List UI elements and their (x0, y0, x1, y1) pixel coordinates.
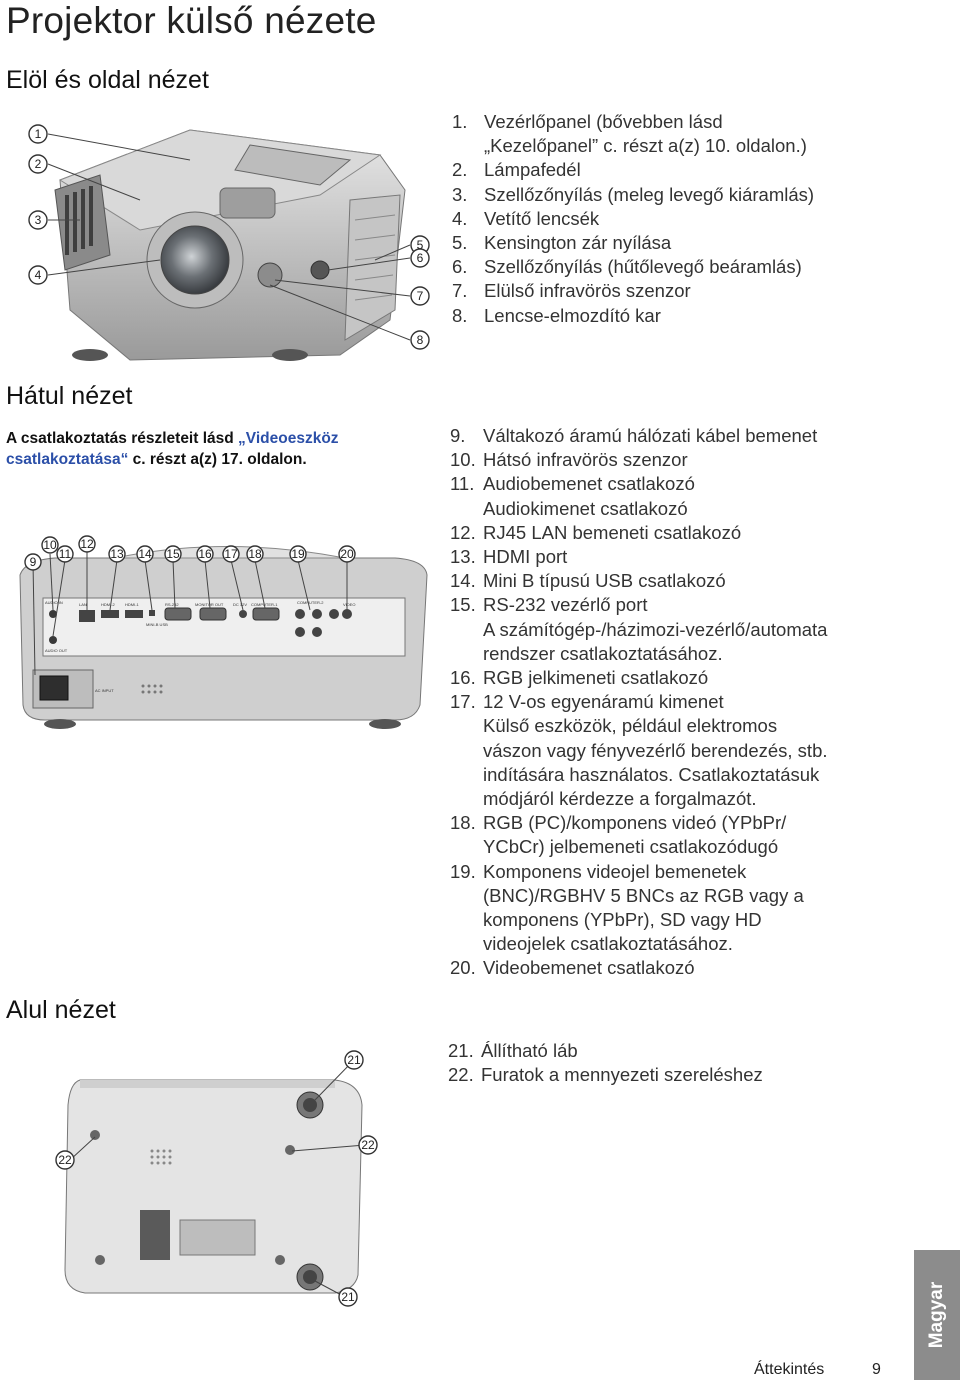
list-item: 13.HDMI port (450, 546, 568, 568)
projector-rear-figure: AUDIO IN AUDIO OUT LAN HDMI-2 HDMI-1 MIN… (19, 535, 428, 729)
list-item-continuation: YCbCr) jelbemeneti csatlakozódugó (483, 836, 779, 858)
list-item: 4.Vetítő lencsék (452, 207, 600, 229)
front-callout: 1 (35, 127, 42, 141)
front-callout: 4 (35, 268, 42, 282)
list-item-continuation: vászon vagy fényvezérlő berendezés, stb. (483, 739, 828, 761)
rear-callout: 16 (198, 547, 212, 561)
list-item: 21.Állítható láb (448, 1040, 578, 1061)
rear-heading: Hátul nézet (6, 382, 133, 410)
front-callout: 7 (417, 289, 424, 303)
mount-hole-icon (285, 1145, 295, 1155)
rear-callout: 11 (59, 547, 72, 561)
port-label: AUDIO IN (45, 600, 63, 605)
rear-callout: 20 (340, 547, 354, 561)
list-item-continuation: Audiokimenet csatlakozó (483, 497, 688, 519)
port-label: MINI-B USB (146, 622, 168, 627)
rear-callout: 17 (224, 547, 238, 561)
list-item-continuation: komponens (YPbPr), SD vagy HD (483, 909, 762, 931)
power-socket (39, 675, 69, 701)
list-item: 14.Mini B típusú USB csatlakozó (450, 570, 726, 592)
rear-callout: 10 (43, 538, 57, 552)
front-feature-list: 1.Vezérlőpanel (bővebben lásd „Kezelőpan… (452, 110, 902, 328)
list-item: 16.RGB jelkimeneti csatlakozó (450, 667, 709, 689)
list-item: 5.Kensington zár nyílása (452, 232, 672, 254)
list-item: 22.Furatok a mennyezeti szereléshez (448, 1064, 763, 1086)
rear-feature-list: 9.Váltakozó áramú hálózati kábel bemenet… (450, 424, 910, 981)
lens-icon (160, 225, 230, 295)
front-callout: 5 (417, 238, 424, 252)
front-callout: 8 (417, 333, 424, 347)
front-callout: 6 (417, 251, 424, 265)
list-item: 20.Videobemenet csatlakozó (450, 957, 695, 979)
projector-rear-body (19, 546, 428, 729)
list-item-continuation: A számítógép-/házimozi-vezérlő/automata (483, 618, 828, 640)
list-item-continuation: (BNC)/RGBHV 5 BNCs az RGB vagy a (483, 884, 804, 906)
bottom-heading: Alul nézet (6, 996, 116, 1024)
bottom-callout: 22 (58, 1153, 72, 1167)
page-number: 9 (872, 1361, 881, 1378)
lens-shift-lever (257, 262, 283, 288)
front-ir-sensor (310, 260, 330, 280)
rear-callout: 18 (248, 547, 262, 561)
bottom-callout: 22 (361, 1138, 375, 1152)
bottom-callout: 21 (347, 1053, 361, 1067)
rear-callout: 13 (110, 547, 124, 561)
list-item: 2.Lámpafedél (452, 159, 581, 181)
front-heading: Elöl és oldal nézet (6, 66, 209, 94)
list-item: 3.Szellőzőnyílás (meleg levegő kiáramlás… (452, 183, 815, 205)
port-label: HDMI-2 (101, 602, 116, 607)
port-label: COMPUTER-2 (297, 600, 324, 605)
port-label: AUDIO OUT (45, 648, 68, 653)
foot-icon (72, 349, 108, 361)
port-label: LAN (79, 602, 87, 607)
projector-bottom-figure: 21 22 22 21 (55, 1050, 378, 1307)
port-label: RS-232 (165, 602, 179, 607)
list-item: 10.Hátsó infravörös szenzor (450, 449, 688, 471)
rear-callout: 12 (80, 537, 94, 551)
list-item-continuation: „Kezelőpanel” c. részt a(z) 10. oldalon.… (484, 135, 807, 157)
rear-port-panel (49, 607, 352, 644)
projector-front-figure: 1 2 3 4 5 6 7 8 (28, 124, 430, 361)
list-item: 19.Komponens videojel bemenetek (450, 860, 747, 882)
port-label: DC 12V (233, 602, 247, 607)
foot-icon (272, 349, 308, 361)
list-item: 18.RGB (PC)/komponens videó (YPbPr/ (450, 812, 787, 834)
list-item-continuation: Külső eszközök, például elektromos (483, 715, 778, 737)
list-item-continuation: módjáról kérdezze a forgalmazót. (483, 788, 757, 810)
port-label: HDMI-1 (125, 602, 140, 607)
list-item: 8.Lencse-elmozdító kar (452, 304, 661, 326)
mount-hole-icon (95, 1255, 105, 1265)
language-tab: Magyar (914, 1250, 960, 1380)
page-title: Projektor külső nézete (6, 0, 377, 41)
bottom-feature-list: 21.Állítható láb 22.Furatok a mennyezeti… (448, 1039, 898, 1087)
list-item: 9.Váltakozó áramú hálózati kábel bemenet (450, 425, 818, 446)
rear-callout: 14 (138, 547, 152, 561)
list-item: 1.Vezérlőpanel (bővebben lásd (452, 111, 723, 132)
list-item: 15.RS-232 vezérlő port (450, 594, 648, 616)
list-item: 11.Audiobemenet csatlakozó (450, 473, 695, 495)
list-item-continuation: videojelek csatlakoztatásához. (483, 933, 733, 955)
rear-callout: 15 (166, 547, 180, 561)
port-label: AC INPUT (95, 688, 114, 693)
front-callout: 3 (35, 213, 42, 227)
rear-callout: 9 (30, 555, 37, 569)
list-item: 17.12 V-os egyenáramú kimenet (450, 691, 724, 713)
mount-hole-icon (275, 1255, 285, 1265)
bottom-callout: 21 (341, 1290, 355, 1304)
connection-link[interactable]: „Videoeszköz csatlakoztatása“ (6, 430, 339, 468)
mount-hole-icon (90, 1130, 100, 1140)
list-item: 7.Elülső infravörös szenzor (452, 280, 691, 302)
front-callout: 2 (35, 157, 42, 171)
rear-connection-note: A csatlakoztatás részleteit lásd „Videoe… (6, 430, 339, 468)
list-item: 6.Szellőzőnyílás (hűtőlevegő beáramlás) (452, 256, 802, 278)
port-label: VIDEO (343, 602, 355, 607)
footer-section-label: Áttekintés (754, 1361, 825, 1378)
list-item-continuation: rendszer csatlakoztatásához. (483, 642, 723, 664)
list-item: 12.RJ45 LAN bemeneti csatlakozó (450, 521, 742, 543)
projector-bottom-body (64, 1079, 363, 1294)
list-item-continuation: indítására használatos. Csatlakoztatásuk (483, 763, 820, 785)
rear-callout: 19 (291, 547, 305, 561)
